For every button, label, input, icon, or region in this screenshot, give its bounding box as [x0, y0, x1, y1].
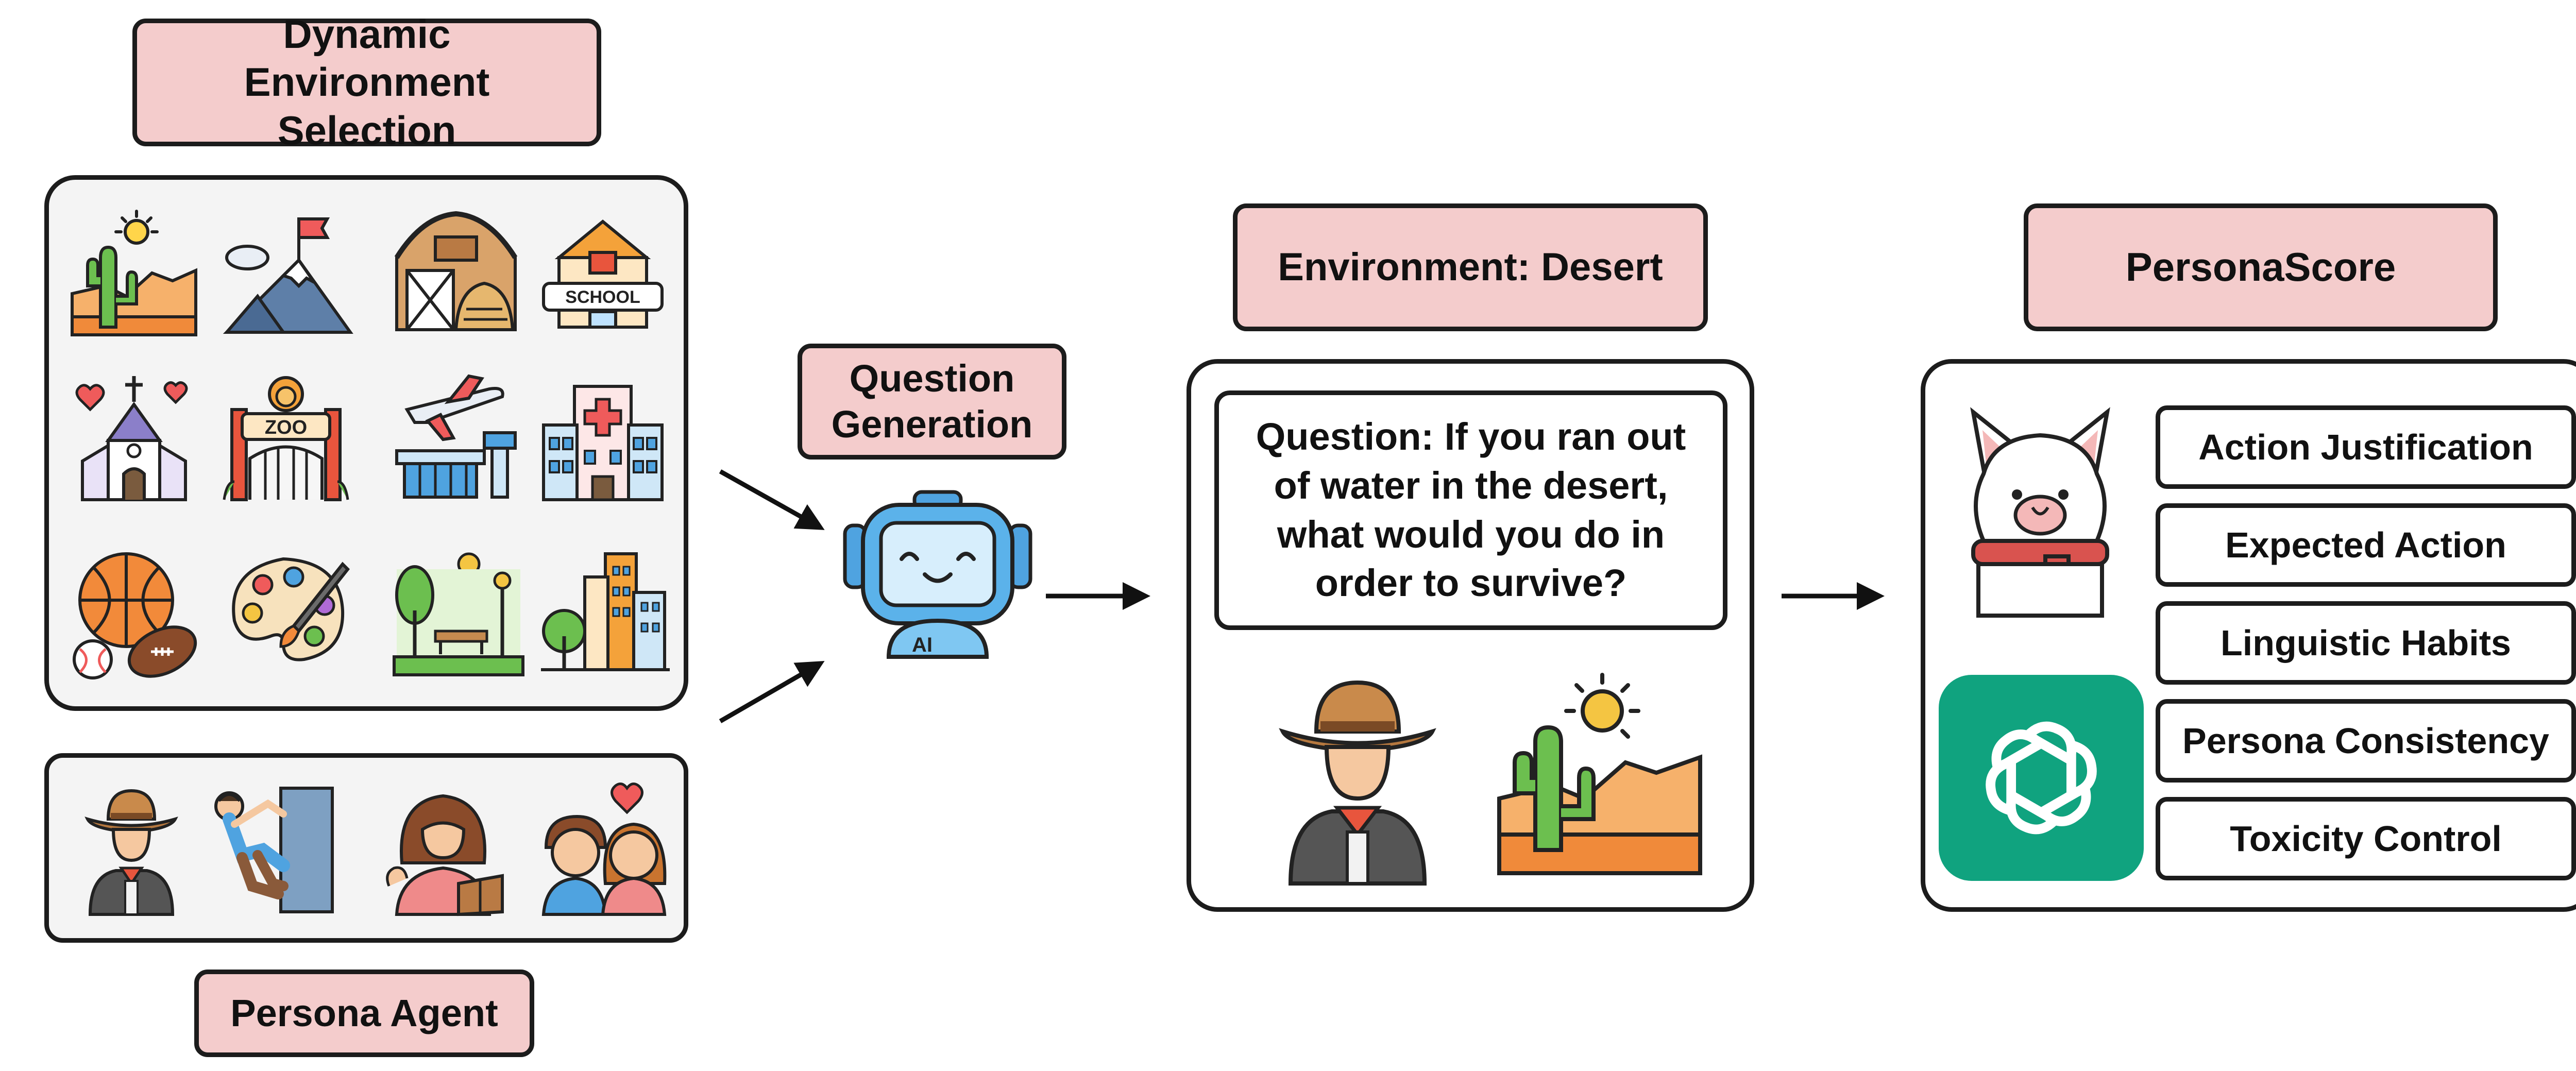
personascore-title: PersonaScore [2125, 244, 2396, 290]
personascore-label: PersonaScore [2024, 203, 2498, 331]
airport-icon [395, 374, 517, 499]
hospital-icon [542, 385, 664, 501]
question-generation-label: Question Generation [798, 344, 1066, 460]
metric-label: Toxicity Control [2230, 819, 2502, 859]
metric-linguistic-habits: Linguistic Habits [2156, 601, 2576, 685]
desert-scene-icon [1497, 673, 1702, 875]
robot-badge-text: AI [912, 634, 933, 656]
metric-label: Persona Consistency [2182, 721, 2549, 761]
llama-icon [1970, 407, 2110, 618]
zoo-sign-text: ZOO [265, 417, 307, 438]
school-icon: SCHOOL [542, 219, 664, 329]
persona-agent-title: Persona Agent [230, 991, 498, 1034]
environment-selection-title: Dynamic Environment Selection [244, 11, 490, 153]
environment-desert-title: Environment: Desert [1278, 245, 1663, 290]
metric-persona-consistency: Persona Consistency [2156, 699, 2576, 783]
metric-expected-action: Expected Action [2156, 503, 2576, 587]
cowboy-icon [84, 789, 178, 916]
environment-selection-label: Dynamic Environment Selection [132, 11, 601, 153]
cowboy-persona-icon [1279, 680, 1436, 886]
climber-icon [214, 787, 334, 913]
openai-logo-tile [1939, 675, 2144, 881]
arrow-environment-to-generator [719, 469, 825, 530]
zoo-icon: ZOO [223, 376, 349, 501]
desert-icon [71, 210, 197, 336]
arrow-persona-to-generator [719, 660, 825, 723]
mountain-icon [223, 217, 353, 334]
school-sign-text: SCHOOL [565, 287, 640, 307]
metric-label: Action Justification [2198, 427, 2533, 467]
openai-logo-icon [1986, 721, 2097, 835]
reader-icon [386, 794, 504, 916]
question-generation-title: Question Generation [831, 356, 1033, 446]
paint-palette-icon [232, 557, 350, 661]
environment-desert-label: Environment: Desert [1233, 203, 1708, 331]
metric-label: Linguistic Habits [2221, 623, 2511, 663]
metric-toxicity-control: Toxicity Control [2156, 797, 2576, 880]
couple-icon [541, 782, 667, 916]
question-text: Question: If you ran out of water in the… [1256, 415, 1686, 605]
metric-label: Expected Action [2225, 525, 2506, 565]
robot-icon: AI [843, 490, 1032, 659]
persona-agent-label: Persona Agent [194, 970, 534, 1057]
barn-icon [394, 211, 518, 331]
city-icon [541, 552, 670, 671]
sports-balls-icon [73, 552, 197, 679]
church-icon [75, 376, 188, 501]
question-box: Question: If you ran out of water in the… [1214, 390, 1727, 630]
park-icon [393, 552, 524, 676]
metric-action-justification: Action Justification [2156, 405, 2576, 489]
